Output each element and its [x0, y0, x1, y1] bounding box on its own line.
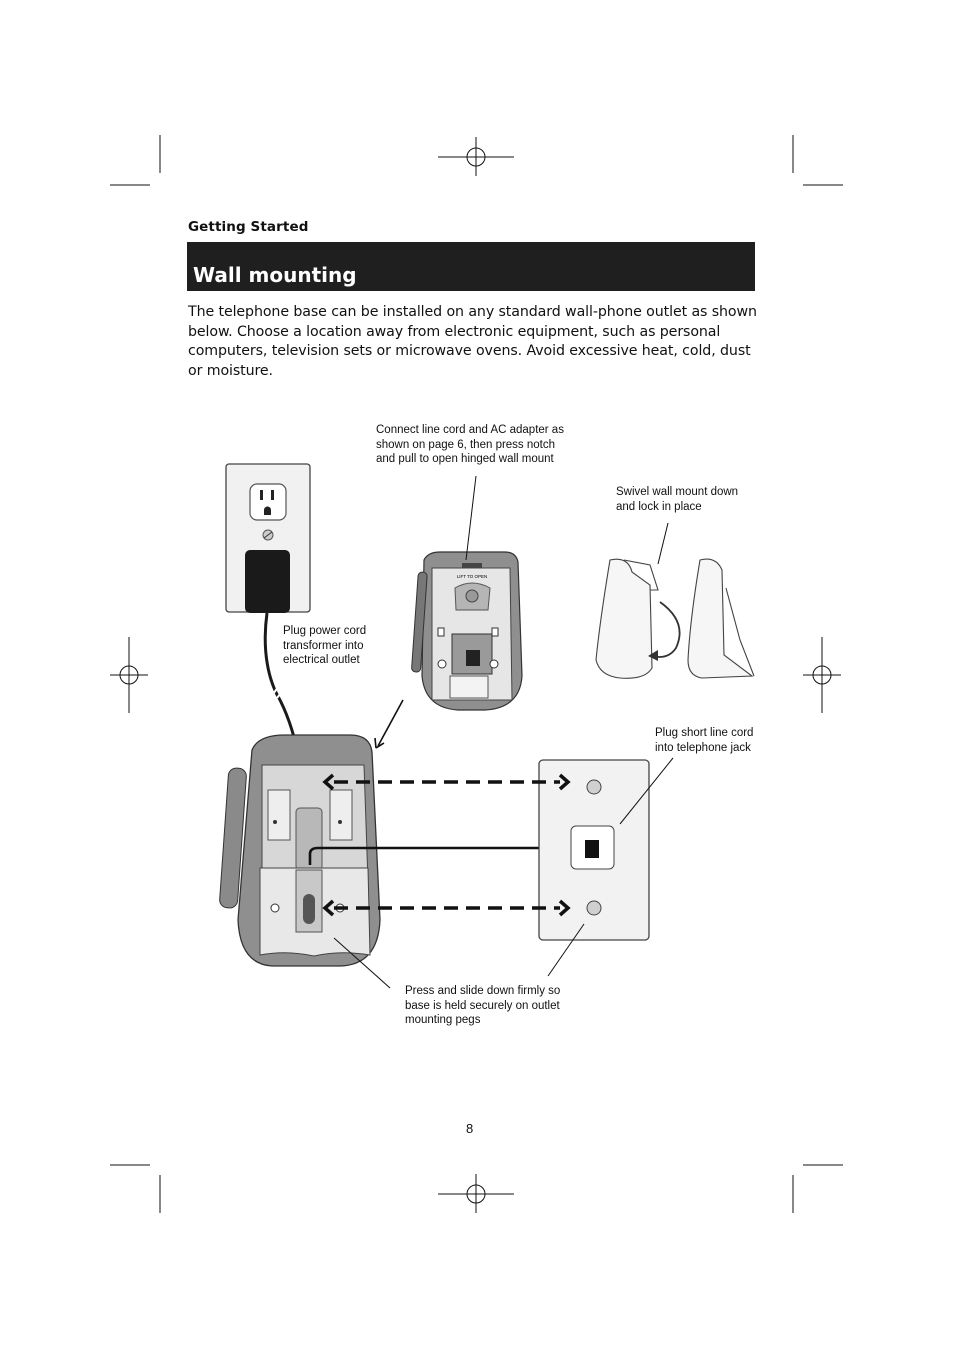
swivel-side-view-illustration: [595, 558, 755, 679]
latch-label: LIFT TO OPEN: [457, 574, 488, 579]
intro-paragraph: The telephone base can be installed on a…: [188, 304, 757, 379]
callout-plug-power: Plug power cord transformer into electri…: [283, 625, 367, 666]
callout-leader-lines: [333, 475, 674, 989]
callout-connect-cords: Connect line cord and AC adapter as show…: [376, 424, 564, 465]
crop-marks: [110, 135, 843, 1213]
registration-marks: [110, 137, 841, 1213]
callout-swivel-mount: Swivel wall mount down and lock in place: [616, 486, 739, 513]
callout-press-slide: Press and slide down firmly so base is h…: [405, 985, 561, 1026]
callout-plug-jack: Plug short line cord into telephone jack: [655, 727, 754, 754]
base-open-illustration: LIFT TO OPEN: [411, 551, 523, 711]
base-mounting-illustration: [219, 734, 590, 967]
wall-jack-illustration: [538, 759, 650, 941]
electrical-outlet-illustration: [225, 463, 311, 851]
mounting-arrows: [322, 773, 571, 917]
page-number: 8: [466, 1121, 474, 1136]
section-label: Getting Started: [188, 219, 309, 235]
page-title: Wall mounting: [193, 263, 357, 287]
title-bar: Wall mounting: [187, 242, 755, 291]
